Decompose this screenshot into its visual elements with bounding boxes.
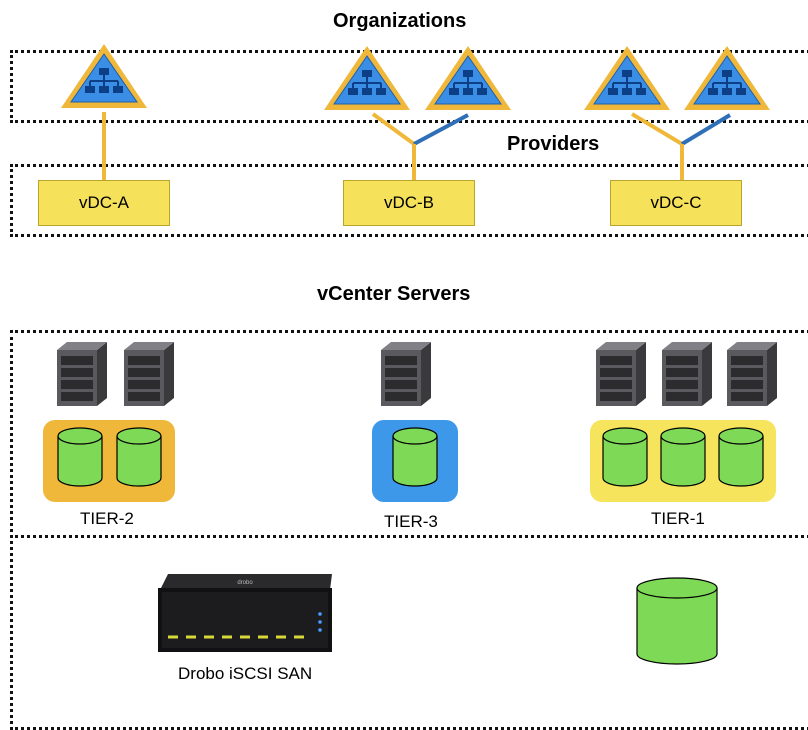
server-icon [381, 342, 431, 406]
diagram-graphics: drobo [43, 43, 777, 665]
region-divider [10, 535, 808, 538]
disk-icon [57, 427, 103, 487]
server-icon [57, 342, 107, 406]
vdc-c-box: vDC-C [610, 180, 742, 226]
org-icon [424, 45, 512, 111]
org-icon [60, 43, 148, 109]
drobo-logo: drobo [237, 580, 253, 586]
disk-icon [660, 427, 706, 487]
org-icon [683, 45, 771, 111]
disk-icon [116, 427, 162, 487]
server-icon [124, 342, 174, 406]
connector-lines [102, 112, 732, 180]
vdc-b-box: vDC-B [343, 180, 475, 226]
server-icon [596, 342, 646, 406]
org-icon [323, 45, 411, 111]
server-icon [727, 342, 777, 406]
tier3-label: TIER-3 [384, 512, 438, 531]
vcenter-heading: vCenter Servers [317, 283, 471, 305]
drobo-san-icon: drobo [158, 574, 332, 652]
disk-icon [718, 427, 764, 487]
vdc-a-box: vDC-A [38, 180, 170, 226]
san-label: Drobo iSCSI SAN [178, 664, 313, 683]
providers-region [10, 164, 808, 237]
server-icon [662, 342, 712, 406]
tier1-label: TIER-1 [651, 509, 705, 528]
tier2-label: TIER-2 [80, 509, 134, 528]
large-disk-icon [636, 577, 718, 665]
disk-icon [602, 427, 648, 487]
disk-icon [392, 427, 438, 487]
organizations-region [10, 50, 808, 123]
providers-heading: Providers [507, 133, 600, 155]
organizations-heading: Organizations [333, 10, 467, 32]
org-icon [583, 45, 671, 111]
